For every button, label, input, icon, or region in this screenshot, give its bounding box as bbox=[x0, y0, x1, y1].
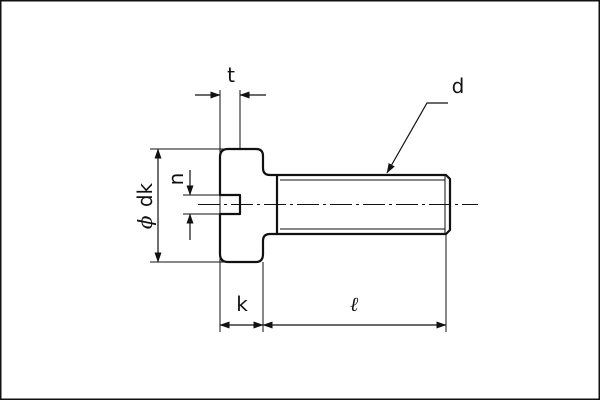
label-n-group: n bbox=[164, 173, 188, 186]
label-dk-group: ϕ dk bbox=[133, 182, 157, 229]
label-n: n bbox=[164, 173, 188, 186]
screw-head-outline bbox=[218, 147, 279, 264]
dim-d-leader bbox=[386, 102, 448, 174]
label-k: k bbox=[236, 292, 248, 316]
label-t: t bbox=[227, 63, 235, 87]
label-dk: ϕ dk bbox=[133, 182, 157, 229]
dk-text: dk bbox=[133, 182, 157, 207]
dia-symbol: ϕ bbox=[133, 215, 157, 229]
label-l: ℓ bbox=[350, 292, 359, 316]
label-d: d bbox=[452, 74, 465, 98]
